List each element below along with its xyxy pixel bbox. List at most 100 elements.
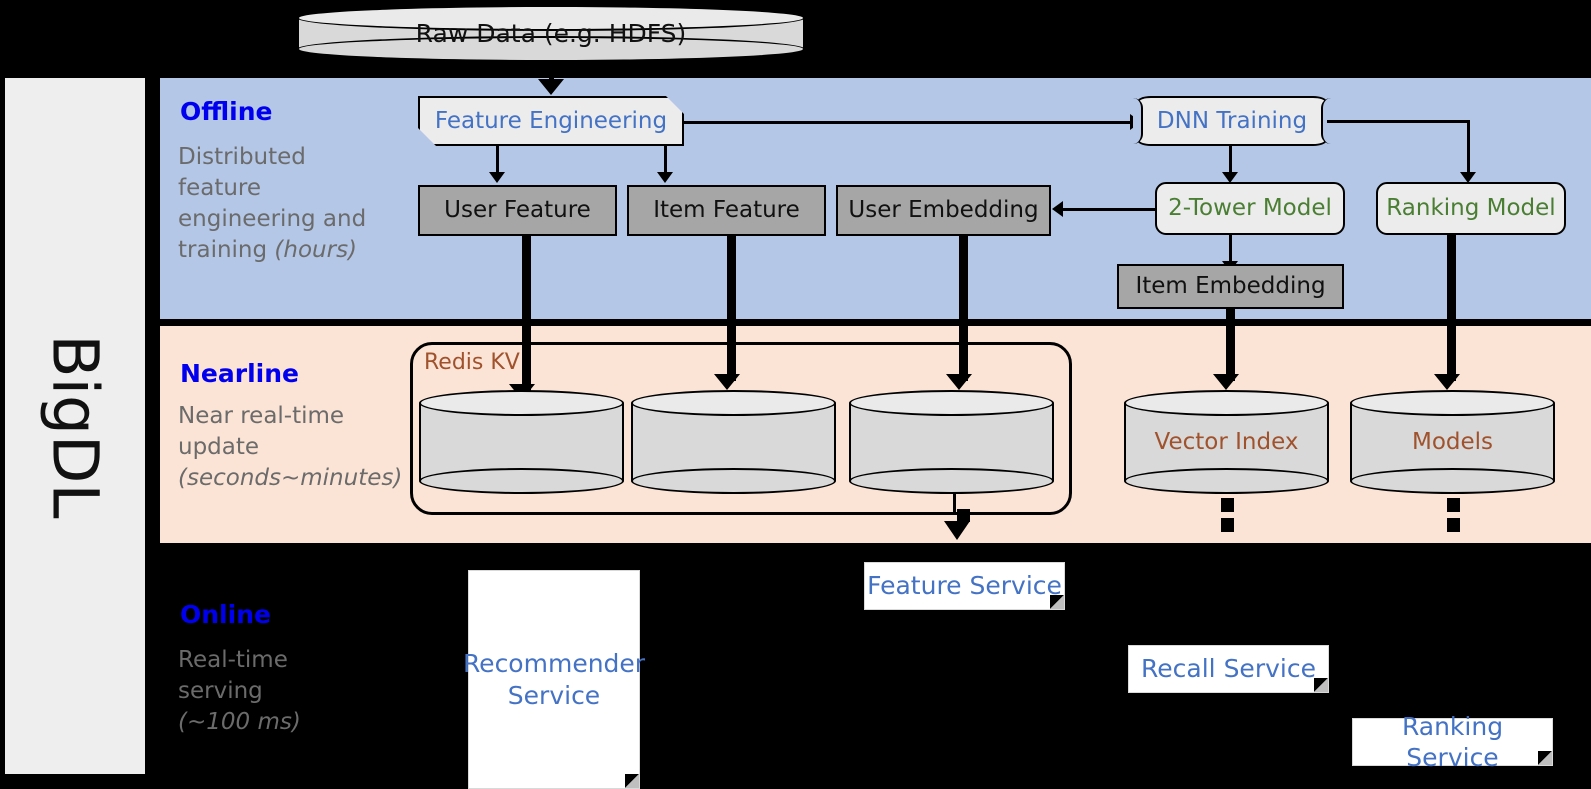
bigdl-rail: BigDL: [5, 78, 145, 774]
feature-service-fold-icon: [1050, 595, 1064, 609]
models-bottom: [1350, 468, 1555, 494]
nearline-stage-title: Nearline: [180, 359, 299, 388]
conn-fe-to-dnn: [684, 121, 1136, 124]
redis-kv-container[interactable]: [410, 342, 1072, 515]
vector-index-label: Vector Index: [1154, 429, 1299, 455]
raw-data-bottom-ellipse: [297, 36, 805, 62]
dash-feature-service-1: [957, 509, 970, 522]
conn-dnn-to-ranking-v: [1467, 120, 1470, 174]
raw-data-label: Raw Data (e.g. HDFS): [415, 19, 687, 48]
ranking-service-node[interactable]: Ranking Service: [1352, 712, 1553, 772]
feature-engineering-node[interactable]: Feature Engineering: [418, 96, 684, 146]
offline-stage-description: Distributed feature engineering and trai…: [178, 142, 418, 266]
dnn-training-label: DNN Training: [1156, 107, 1308, 134]
nearline-stage-description: Near real-time update (seconds~minutes): [178, 401, 418, 494]
feature-service-node[interactable]: Feature Service: [864, 562, 1065, 610]
online-stage-title: Online: [180, 600, 271, 629]
online-stage-description: Real-time serving (~100 ms): [178, 645, 418, 738]
ranking-model-label: Ranking Model: [1386, 195, 1556, 222]
recall-service-label: Recall Service: [1141, 654, 1316, 684]
ranking-service-fold-icon: [1538, 751, 1552, 765]
conn-redis-out-stub: [953, 494, 956, 515]
item-feature-store[interactable]: [631, 390, 836, 494]
arrowhead-pipe-vector-index: [1213, 374, 1239, 390]
item-embedding-label: Item Embedding: [1135, 273, 1326, 300]
offline-desc-italic: (hours): [274, 237, 358, 263]
arrowhead-fe-to-item-feature: [657, 172, 673, 183]
models-store[interactable]: Models: [1350, 390, 1555, 494]
offline-desc-l2: feature: [178, 175, 262, 201]
nearline-desc-italic: (seconds~minutes): [178, 465, 403, 491]
item-feature-node[interactable]: Item Feature: [627, 185, 826, 236]
offline-desc-l3: engineering and: [178, 206, 367, 232]
models-top: [1350, 390, 1555, 416]
two-tower-model-label: 2-Tower Model: [1168, 195, 1332, 222]
pipe-user-embedding: [959, 236, 968, 381]
user-feature-store-bottom: [419, 468, 624, 494]
raw-data-top-ellipse: [297, 5, 805, 31]
recall-service-fold-icon: [1314, 678, 1328, 692]
feature-engineering-label: Feature Engineering: [434, 107, 668, 134]
nearline-desc-l1: Near real-time: [178, 403, 345, 429]
vector-index-top: [1124, 390, 1329, 416]
dash-models-2: [1447, 518, 1460, 532]
recommender-service-node[interactable]: Recommender Service: [463, 570, 645, 789]
conn-two-tower-to-user-embedding: [1063, 208, 1155, 211]
bigdl-label: BigDL: [38, 333, 112, 519]
pipe-user-feature: [522, 236, 531, 391]
user-feature-store-label: [419, 390, 624, 494]
conn-rawdata-to-fe: [549, 62, 554, 84]
conn-fe-to-item-feature: [664, 146, 667, 174]
user-embedding-store-label: [849, 390, 1054, 494]
raw-data-store[interactable]: Raw Data (e.g. HDFS): [297, 5, 805, 62]
redis-kv-label: Redis KV: [424, 350, 520, 375]
recommender-service-l1: Recommender: [462, 649, 646, 679]
user-embedding-store-top: [849, 390, 1054, 416]
dnn-left-notch: [1133, 98, 1143, 144]
item-feature-store-label: [631, 390, 836, 494]
ranking-service-label: Ranking Service: [1401, 711, 1504, 772]
user-feature-store[interactable]: [419, 390, 624, 494]
recommender-service-l2: Service: [507, 680, 601, 710]
arrowhead-dnn-to-ranking: [1460, 172, 1476, 183]
dash-vector-index-1: [1221, 498, 1234, 512]
dnn-training-node[interactable]: DNN Training: [1137, 96, 1327, 146]
recommender-fold-icon: [625, 774, 639, 788]
arrowhead-pipe-models: [1434, 374, 1460, 390]
recall-service-node[interactable]: Recall Service: [1128, 645, 1329, 693]
user-feature-label: User Feature: [444, 197, 591, 224]
pipe-ranking-model-to-models: [1447, 235, 1456, 381]
offline-stage-title: Offline: [180, 97, 273, 126]
user-embedding-store-bottom: [849, 468, 1054, 494]
pipe-item-embedding-to-vector-index: [1226, 309, 1235, 381]
arrowhead-dnn-to-two-tower: [1222, 172, 1238, 183]
user-embedding-node[interactable]: User Embedding: [836, 185, 1051, 236]
online-desc-l1: Real-time: [178, 647, 288, 673]
offline-desc-l4: training: [178, 237, 275, 263]
item-embedding-node[interactable]: Item Embedding: [1117, 264, 1344, 309]
ranking-model-node[interactable]: Ranking Model: [1376, 182, 1566, 235]
item-feature-store-bottom: [631, 468, 836, 494]
bigdl-rail-label-wrap: BigDL: [5, 78, 145, 774]
arrowhead-fe-to-user-feature: [489, 172, 505, 183]
user-feature-node[interactable]: User Feature: [418, 185, 617, 236]
vector-index-store[interactable]: Vector Index: [1124, 390, 1329, 494]
user-embedding-store[interactable]: [849, 390, 1054, 494]
feature-service-label: Feature Service: [867, 571, 1062, 601]
dnn-right-notch: [1321, 98, 1331, 144]
two-tower-model-node[interactable]: 2-Tower Model: [1155, 182, 1345, 235]
dash-models-1: [1447, 498, 1460, 512]
arrowhead-rawdata-to-fe: [538, 79, 564, 95]
conn-two-tower-to-item-embedding: [1229, 235, 1232, 263]
conn-dnn-to-ranking-h: [1327, 120, 1470, 123]
online-desc-l2: serving: [178, 678, 263, 704]
recommender-service-text: Recommender Service: [463, 648, 645, 711]
models-label: Models: [1411, 429, 1494, 455]
vector-index-bottom: [1124, 468, 1329, 494]
arrowhead-to-feature-service: [944, 521, 970, 540]
nearline-desc-l2: update: [178, 434, 260, 460]
arrowhead-pipe-item-feature: [714, 374, 740, 390]
user-feature-store-top: [419, 390, 624, 416]
conn-dnn-to-two-tower: [1229, 146, 1232, 174]
